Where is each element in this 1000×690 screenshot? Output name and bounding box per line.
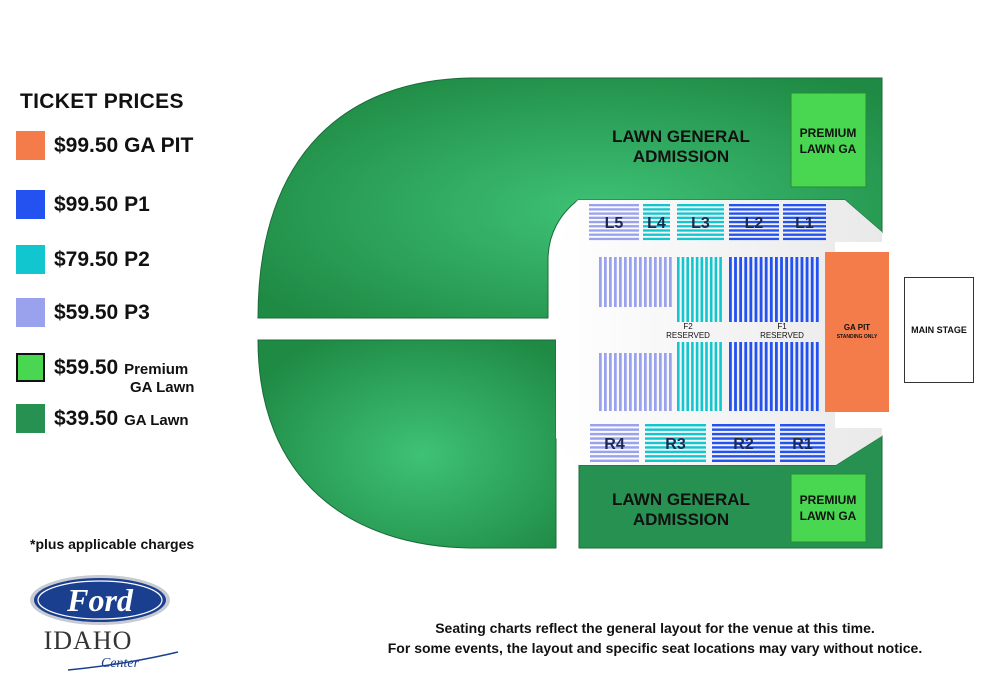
section-label: L2 [745, 215, 764, 232]
lawn-label-lower-line2: ADMISSION [633, 510, 729, 529]
section-l3[interactable]: L3 [677, 204, 724, 241]
floor-f1-label: F1 [777, 322, 787, 331]
premium-label-lower-line2: LAWN GA [800, 509, 857, 523]
legend-price-ga-lawn: $39.50 GA Lawn [54, 407, 189, 431]
ga-lawn-swatch [16, 404, 45, 433]
premium-lawn-ga-upper[interactable] [790, 92, 867, 188]
disclaimer: Seating charts reflect the general layou… [360, 618, 950, 658]
lawn-general-admission-upper[interactable] [257, 77, 883, 319]
section-r4[interactable]: R4 [590, 424, 639, 462]
price-label: GA Lawn [124, 412, 189, 429]
legend-price-p2: $79.50 P2 [54, 248, 150, 272]
section-label: R3 [665, 436, 686, 453]
section-r2[interactable]: R2 [712, 424, 775, 462]
ga-pit-label: GA PIT [844, 323, 870, 332]
price-value: $99.50 [54, 193, 119, 216]
p1-swatch [16, 190, 45, 219]
price-label: P1 [124, 193, 150, 216]
price-label: P3 [124, 301, 150, 324]
logo-name: IDAHO [44, 626, 133, 655]
price-value: $79.50 [54, 248, 119, 271]
floor-f1-reserved: RESERVED [760, 331, 804, 340]
price-label: P2 [124, 248, 150, 271]
ga-pit-standing: STANDING ONLY [837, 334, 878, 340]
section-l4[interactable]: L4 [643, 204, 670, 241]
p3-swatch [16, 298, 45, 327]
price-label: Premium [124, 361, 189, 378]
section-label: L1 [795, 215, 814, 232]
premium-label-upper-line2: LAWN GA [800, 142, 857, 156]
ga-pit-swatch [16, 131, 45, 160]
section-r1[interactable]: R1 [780, 424, 825, 462]
premium-ga-lawn-swatch [16, 353, 45, 382]
legend-price-ga-pit: $99.50 GA PIT [54, 134, 193, 158]
lawn-label-lower-line1: LAWN GENERAL [612, 490, 750, 509]
lawn-general-admission-lower[interactable] [257, 339, 557, 549]
ga-pit[interactable] [825, 252, 889, 412]
premium-label-lower-line1: PREMIUM [800, 493, 857, 507]
price-value: $59.50 [54, 356, 119, 379]
floor-f1-reserved[interactable] [729, 257, 819, 411]
main-stage: MAIN STAGE [904, 277, 974, 383]
ford-idaho-center-logo: Ford IDAHO Center [30, 575, 179, 671]
floor-f2-label: F2 [683, 322, 693, 331]
section-l5[interactable]: L5 [589, 204, 639, 241]
floor-f2-reserved[interactable] [677, 257, 722, 411]
legend-price-premium: $59.50 Premium [54, 356, 188, 380]
floor-f2-p3-upper[interactable] [599, 257, 672, 307]
legend-price-p1: $99.50 P1 [54, 193, 150, 217]
section-label: R2 [733, 436, 754, 453]
premium-lawn-ga-lower[interactable] [790, 473, 867, 543]
section-label: L3 [691, 215, 710, 232]
p2-swatch [16, 245, 45, 274]
price-label: GA PIT [124, 134, 194, 157]
section-label: L5 [605, 215, 624, 232]
section-l1[interactable]: L1 [783, 204, 826, 241]
section-r3[interactable]: R3 [645, 424, 706, 462]
legend-title: TICKET PRICES [20, 90, 184, 113]
price-value: $59.50 [54, 301, 119, 324]
disclaimer-line1: Seating charts reflect the general layou… [435, 620, 875, 636]
floor-f2-p3-lower[interactable] [599, 353, 672, 411]
section-label: L4 [647, 215, 666, 232]
floor-f2-reserved: RESERVED [666, 331, 710, 340]
section-label: R4 [604, 436, 625, 453]
lawn-label-upper-line2: ADMISSION [633, 147, 729, 166]
section-l2[interactable]: L2 [729, 204, 779, 241]
main-stage-label: MAIN STAGE [911, 325, 967, 335]
bowl-floor [556, 200, 882, 465]
logo-brand: Ford [66, 582, 134, 618]
legend-price-p3: $59.50 P3 [54, 301, 150, 325]
price-value: $99.50 [54, 134, 119, 157]
premium-label-upper-line1: PREMIUM [800, 126, 857, 140]
price-value: $39.50 [54, 407, 119, 430]
lawn-label-upper-line1: LAWN GENERAL [612, 127, 750, 146]
disclaimer-line2: For some events, the layout and specific… [387, 640, 923, 656]
price-label-line2: GA Lawn [130, 379, 195, 396]
charges-note: *plus applicable charges [30, 536, 195, 552]
section-label: R1 [792, 436, 813, 453]
